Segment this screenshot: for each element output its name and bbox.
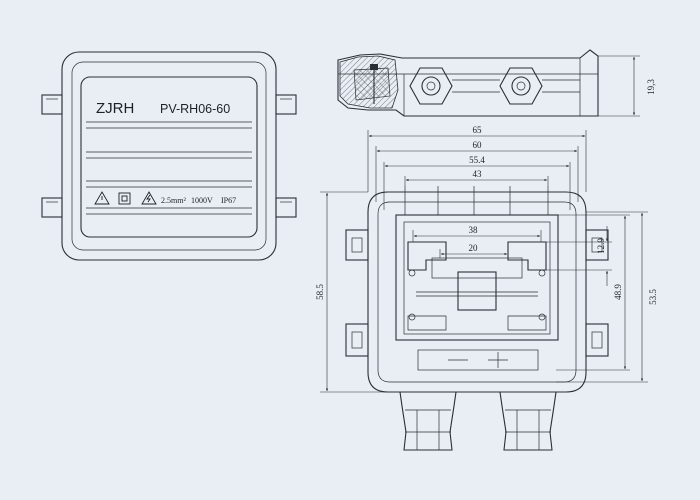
top-view: 65 60 55.4 43 38 20 58.5 53.5 <box>315 125 658 451</box>
dim-height-53-5: 53.5 <box>648 289 658 305</box>
dim-width-60: 60 <box>473 140 483 150</box>
spec-rating: IP67 <box>221 196 236 205</box>
model-text: PV-RH06-60 <box>160 102 230 116</box>
dim-width-43: 43 <box>473 169 483 179</box>
brand-text: ZJRH <box>96 100 134 117</box>
dim-width-20: 20 <box>469 243 479 253</box>
double-insulation-icon <box>118 192 131 205</box>
dim-width-65: 65 <box>473 125 483 135</box>
electric-hazard-icon <box>141 191 157 205</box>
spec-voltage: 1000V <box>191 196 213 205</box>
warning-triangle-icon <box>94 191 110 205</box>
side-view: 19,3 <box>337 49 656 117</box>
dim-height-48-9: 48.9 <box>613 284 623 300</box>
spec-cross-section: 2.5mm² <box>161 196 186 205</box>
dim-height-12-9: 12.9 <box>596 238 606 254</box>
dim-height-58-5: 58.5 <box>315 284 325 300</box>
dim-width-38: 38 <box>469 225 479 235</box>
dim-height-19-3: 19,3 <box>646 79 656 95</box>
dim-width-55-4: 55.4 <box>469 155 485 165</box>
front-view: ZJRH PV-RH06-60 2.5mm² 1000V IP67 <box>41 51 297 261</box>
